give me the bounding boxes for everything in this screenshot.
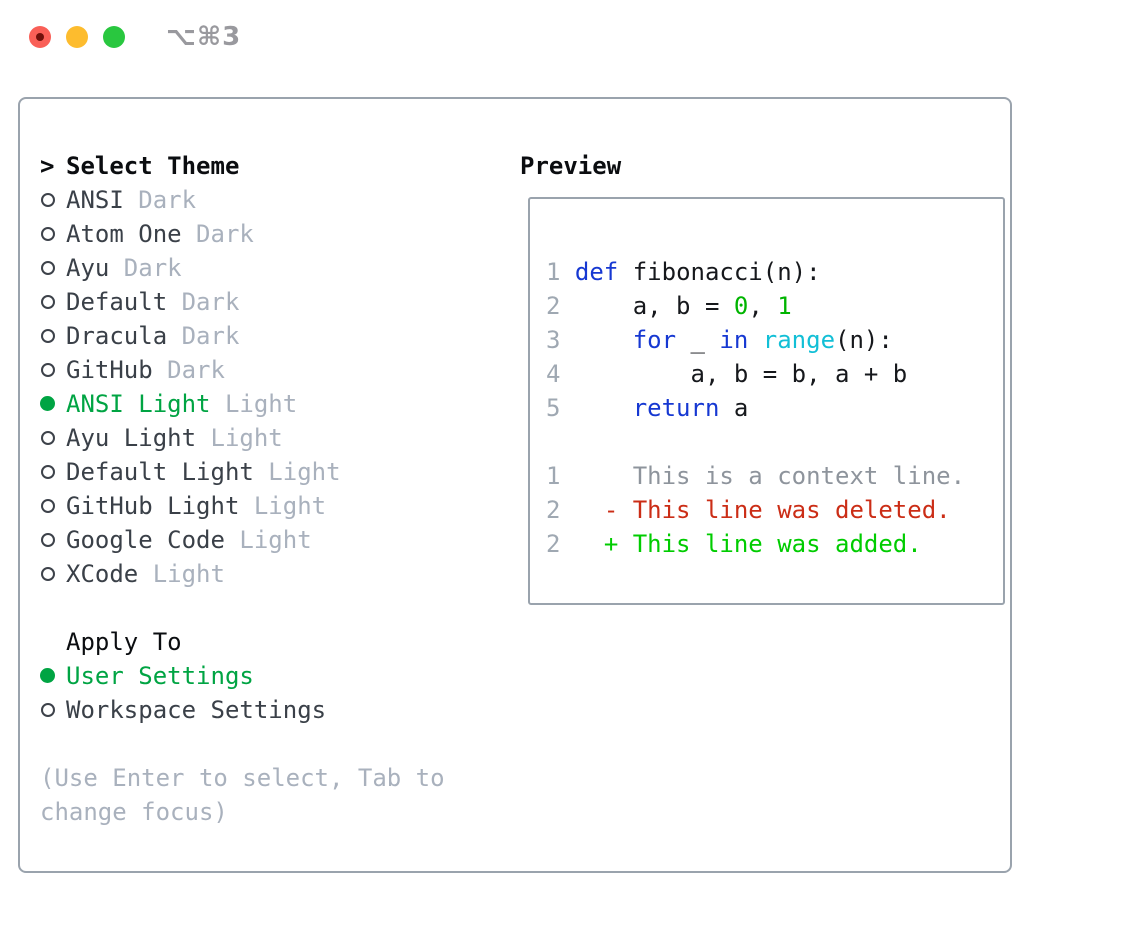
radio-selected-icon [40, 659, 66, 693]
zoom-button[interactable] [103, 26, 125, 48]
variant-tag: Light [196, 424, 283, 452]
theme-option-label: Ayu Light [66, 424, 197, 452]
variant-tag: Dark [152, 356, 225, 384]
theme-option-ayu-light[interactable]: Ayu Light Light [40, 421, 502, 455]
radio-icon [40, 319, 66, 353]
theme-option-google-code[interactable]: Google Code Light [40, 523, 502, 557]
theme-option-ayu[interactable]: Ayu Dark [40, 251, 502, 285]
variant-tag: Light [239, 492, 327, 520]
apply-option-label: User Settings [66, 662, 254, 690]
radio-selected-icon [40, 387, 66, 421]
variant-tag: Dark [167, 288, 240, 316]
select-theme-title: Select Theme [66, 152, 240, 180]
apply-option-workspace-settings[interactable]: Workspace Settings [40, 693, 502, 727]
theme-option-default[interactable]: Default Dark [40, 285, 502, 319]
apply-to-header: Apply To [66, 625, 502, 659]
preview-column: Preview 1 def fibonacci(n): 2 a, b = 0, 1… [502, 149, 1010, 871]
radio-icon [40, 455, 66, 489]
select-theme-header: > Select Theme [40, 149, 502, 183]
radio-icon [40, 693, 66, 727]
theme-option-github-light[interactable]: GitHub Light Light [40, 489, 502, 523]
preview-code-line: 1 def fibonacci(n): [546, 258, 821, 286]
theme-option-default-light[interactable]: Default Light Light [40, 455, 502, 489]
preview-title: Preview [520, 152, 622, 180]
radio-icon [40, 285, 66, 319]
apply-option-user-settings[interactable]: User Settings [40, 659, 502, 693]
theme-option-label: Ayu [66, 254, 110, 282]
radio-icon [40, 523, 66, 557]
theme-option-dracula[interactable]: Dracula Dark [40, 319, 502, 353]
theme-option-label: XCode [66, 560, 139, 588]
variant-tag: Light [253, 458, 341, 486]
variant-tag: Dark [167, 322, 240, 350]
variant-tag: Light [224, 526, 312, 554]
preview-box: 1 def fibonacci(n): 2 a, b = 0, 1 3 for _ … [528, 197, 1005, 605]
radio-icon [40, 557, 66, 591]
preview-code-line: 1 This is a context line. [546, 462, 966, 490]
theme-option-label: Default [66, 288, 168, 316]
keyboard-shortcut-label: ⌥⌘3 [166, 22, 242, 52]
theme-option-label: Dracula [66, 322, 168, 350]
radio-icon [40, 489, 66, 523]
preview-code-line [546, 425, 1003, 459]
preview-code-line: 2 + This line was added. [546, 530, 922, 558]
close-button[interactable] [29, 26, 51, 48]
usage-hint-line-1: (Use Enter to select, Tab to [40, 764, 445, 792]
theme-option-label: ANSI Light [66, 390, 211, 418]
theme-option-label: Default Light [66, 458, 254, 486]
usage-hint-line-2: change focus) [40, 798, 228, 826]
prompt-marker: > [40, 152, 55, 180]
variant-tag: Dark [123, 186, 197, 214]
preview-code-line: 2 a, b = 0, 1 [546, 292, 792, 320]
preview-header: Preview [520, 149, 1010, 183]
spacer [40, 591, 502, 625]
variant-tag: Light [138, 560, 225, 588]
window-titlebar: ⌥⌘3 [0, 0, 1140, 74]
radio-icon [40, 251, 66, 285]
radio-icon [40, 183, 66, 217]
minimize-button[interactable] [66, 26, 88, 48]
preview-code-line: 3 for _ in range(n): [546, 326, 893, 354]
theme-option-ansi-light[interactable]: ANSI Light Light [40, 387, 502, 421]
apply-to-title: Apply To [66, 628, 182, 656]
theme-option-label: GitHub Light [66, 492, 240, 520]
variant-tag: Dark [181, 220, 254, 248]
theme-option-ansi[interactable]: ANSI Dark [40, 183, 502, 217]
theme-option-label: ANSI [66, 186, 124, 214]
radio-icon [40, 421, 66, 455]
variant-tag: Dark [109, 254, 182, 282]
theme-option-label: Google Code [66, 526, 225, 554]
theme-option-label: Atom One [66, 220, 182, 248]
spacer [40, 727, 502, 761]
theme-option-github[interactable]: GitHub Dark [40, 353, 502, 387]
preview-code-line: 4 a, b = b, a + b [546, 360, 908, 388]
variant-tag: Light [210, 390, 298, 418]
theme-option-atom-one[interactable]: Atom One Dark [40, 217, 502, 251]
apply-option-label: Workspace Settings [66, 696, 327, 724]
preview-code-line: 2 - This line was deleted. [546, 496, 951, 524]
radio-icon [40, 217, 66, 251]
preview-code-line: 5 return a [546, 394, 749, 422]
theme-option-xcode[interactable]: XCode Light [40, 557, 502, 591]
radio-icon [40, 353, 66, 387]
theme-option-label: GitHub [66, 356, 153, 384]
